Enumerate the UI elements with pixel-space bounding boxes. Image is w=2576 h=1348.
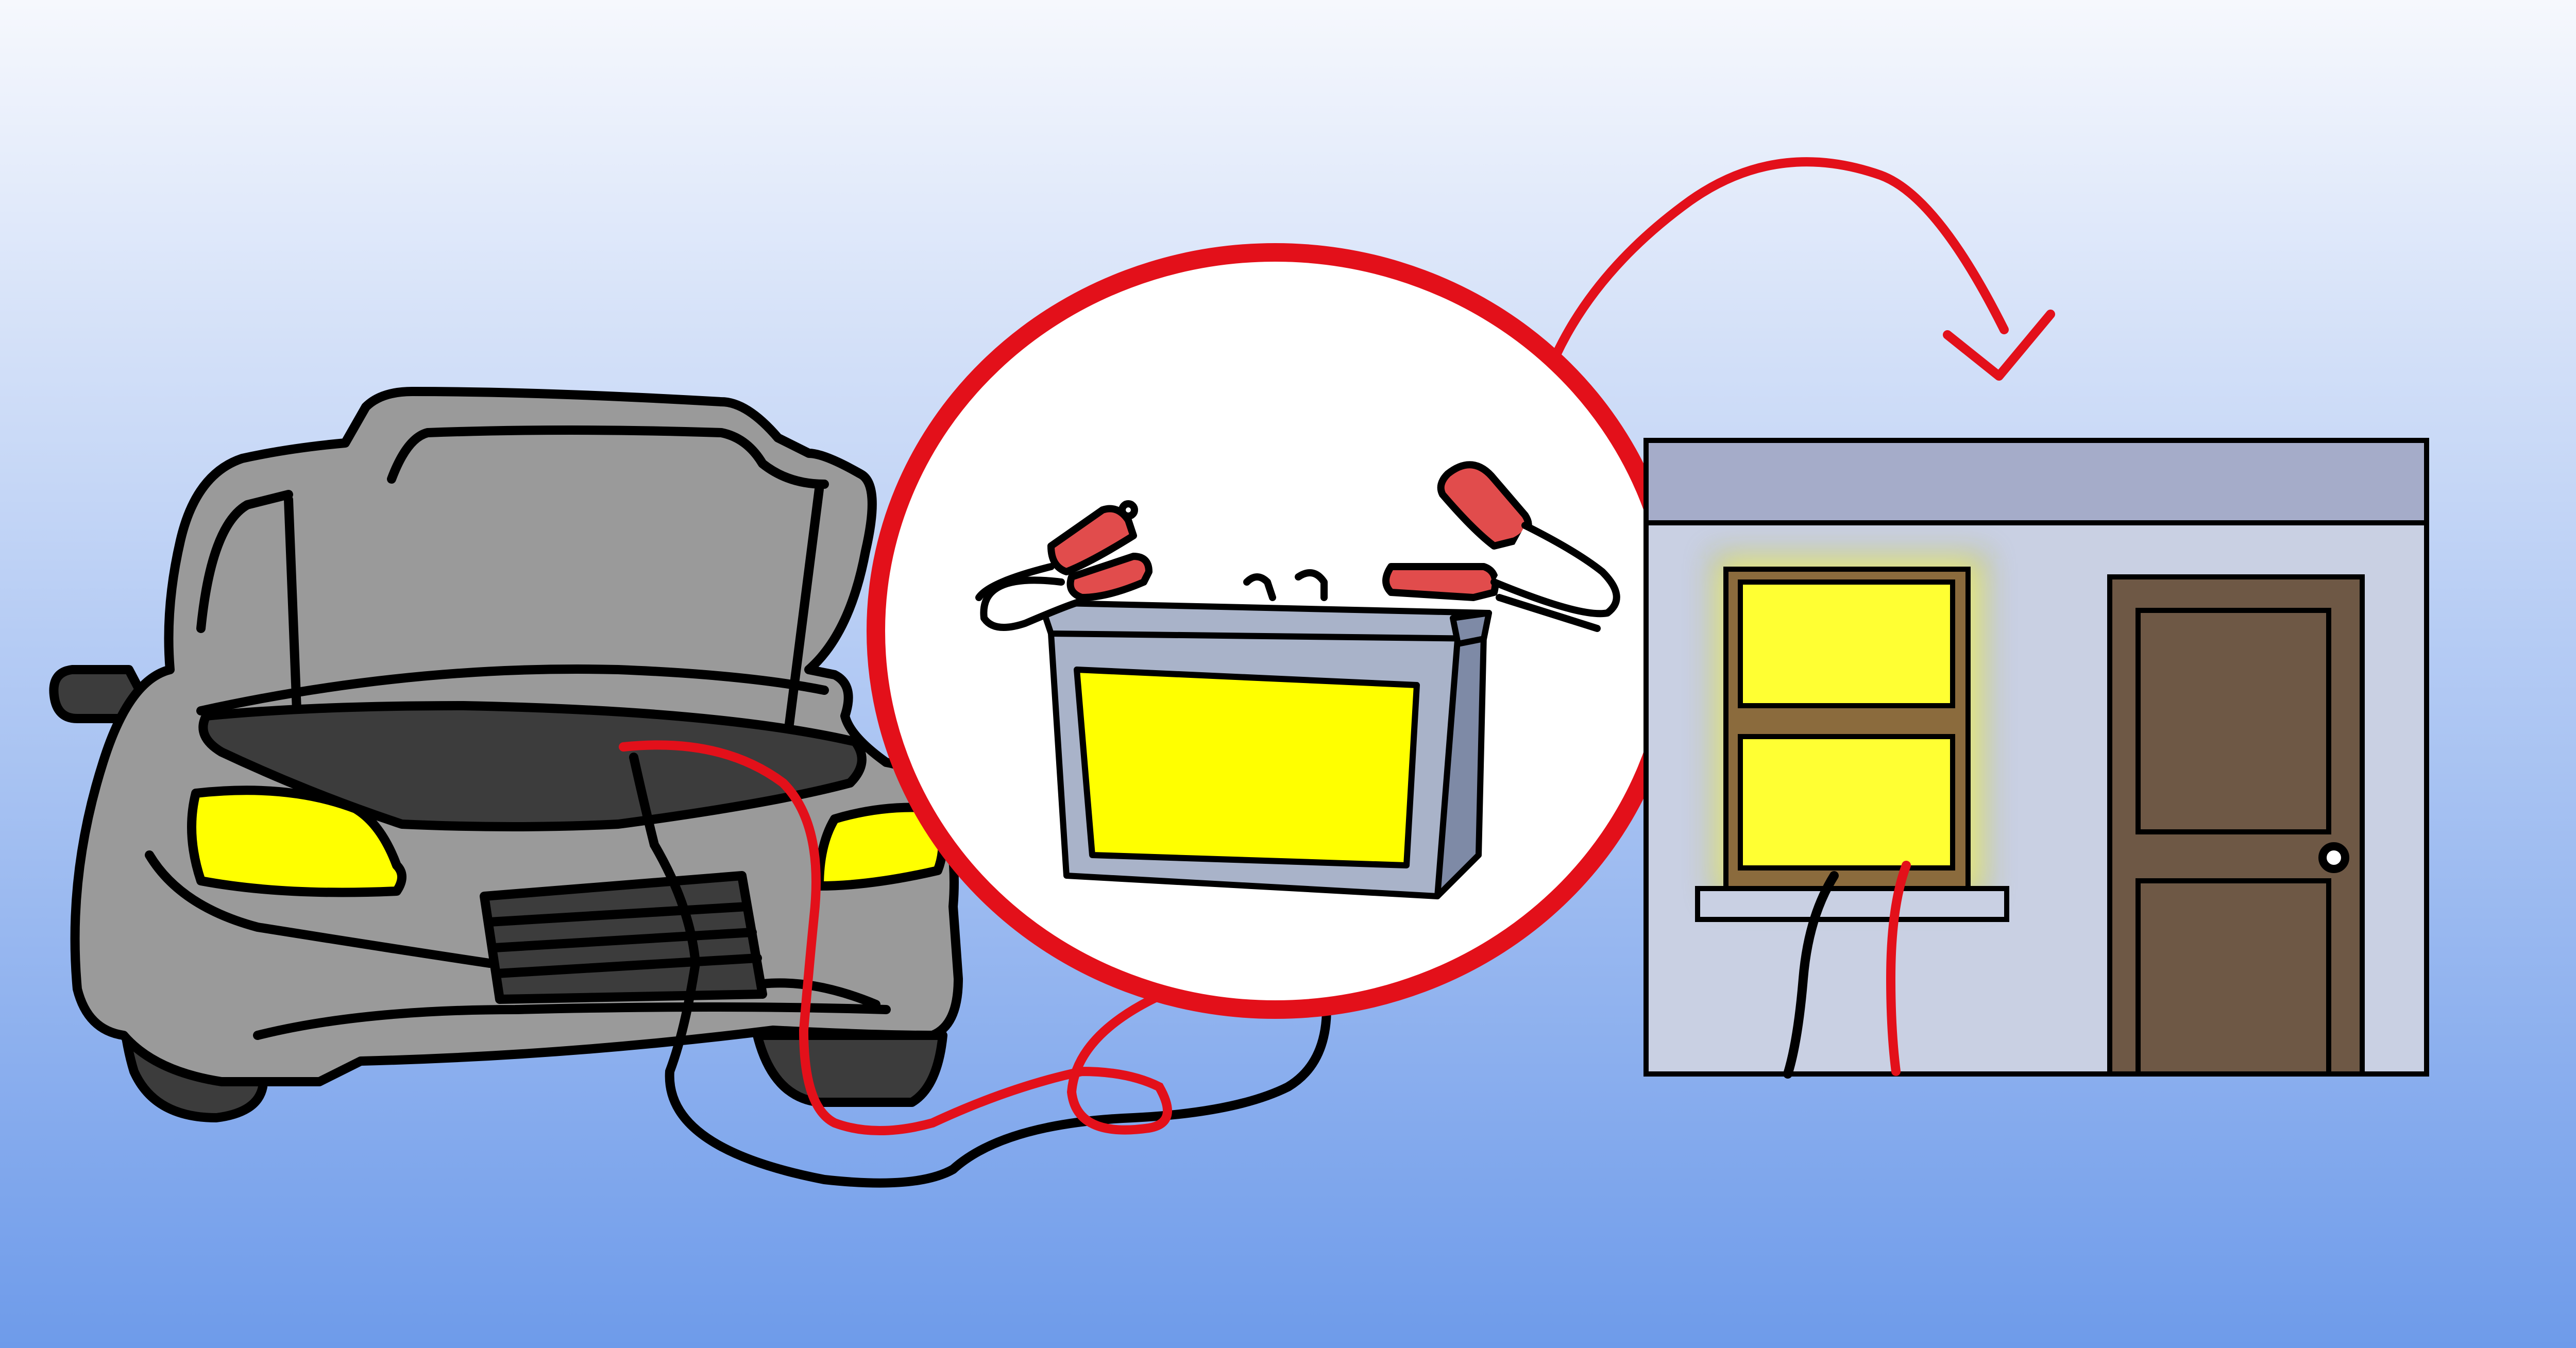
car-grille-slat	[493, 953, 762, 978]
car-right-wheel	[753, 1031, 947, 1107]
house-roof	[1643, 438, 2429, 525]
house-cable-black	[1783, 871, 1839, 1079]
car-hood-line	[387, 425, 829, 489]
clamp-right-grip	[1382, 563, 1499, 601]
window-pane-bottom	[1738, 734, 1955, 871]
car-grille-slat	[490, 928, 757, 952]
clamp-left-grip-2	[1066, 553, 1153, 601]
battery-terminal	[1295, 569, 1328, 601]
clamp-jaw	[1490, 522, 1620, 618]
window-sill	[1695, 886, 2009, 922]
car-bumper-line	[758, 978, 880, 1009]
clamp-jaw	[1496, 594, 1601, 632]
clamp-pivot	[1118, 500, 1138, 520]
house-cable-red	[1886, 861, 1911, 1076]
car-left-headlight	[187, 786, 406, 897]
door-knob	[2318, 842, 2349, 873]
battery-lid-side	[1450, 610, 1492, 647]
car-hood-line	[196, 490, 293, 633]
window-pane-top	[1738, 579, 1955, 708]
car-bumper-line	[253, 1002, 891, 1040]
car-bumper-line	[145, 850, 494, 968]
clamp-left-grip	[1047, 505, 1137, 575]
clamp-right-grip-2	[1437, 461, 1532, 550]
arrow-head	[1943, 310, 2055, 381]
jumper-cable-clamps	[975, 461, 1620, 632]
door-panel-top	[2136, 608, 2331, 834]
car-icon	[49, 387, 963, 1122]
battery-terminal	[1243, 573, 1276, 601]
car-battery-icon	[1038, 600, 1492, 899]
car-grille-slat	[485, 902, 752, 927]
door-panel-bottom	[2136, 878, 2331, 1077]
battery-label	[1074, 667, 1420, 868]
clamp-jaw	[975, 563, 1055, 601]
car-hood-edge	[196, 664, 829, 715]
house-icon	[1643, 438, 2429, 1077]
arrow-icon	[1551, 157, 2009, 360]
